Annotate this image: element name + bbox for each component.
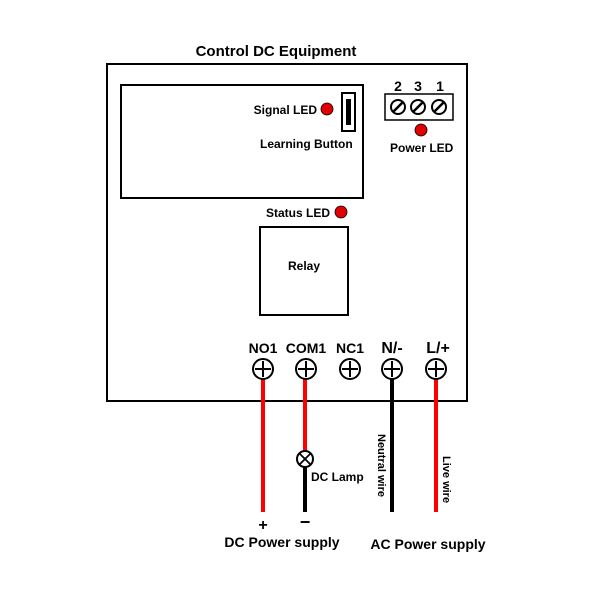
dc-minus-sign: −	[300, 512, 311, 532]
dc-plus-sign: +	[258, 517, 267, 534]
terminal-com1-screw	[295, 358, 317, 380]
ac-power-supply-label: AC Power supply	[370, 536, 485, 552]
terminal-l-screw	[425, 358, 447, 380]
top-terminal-1-label: 1	[436, 78, 444, 94]
terminal-n-screw	[381, 358, 403, 380]
learning-button-label: Learning Button	[260, 137, 353, 151]
power-led	[414, 123, 428, 137]
relay-box	[259, 226, 349, 316]
neutral-wire-label: Neutral wire	[375, 434, 387, 497]
live-wire-label: Live wire	[440, 456, 452, 503]
top-terminal-2-label: 2	[394, 78, 402, 94]
terminal-nc1-label: NC1	[336, 340, 364, 356]
signal-led	[320, 102, 334, 116]
relay-label: Relay	[288, 259, 320, 273]
diagram-title: Control DC Equipment	[196, 43, 357, 60]
controller-board	[106, 63, 468, 402]
top-screw-2	[390, 99, 406, 115]
dc-lamp-icon	[296, 450, 314, 468]
terminal-nc1-screw	[339, 358, 361, 380]
terminal-com1-label: COM1	[286, 340, 327, 356]
terminal-no1-screw	[252, 358, 274, 380]
terminal-no1-label: NO1	[249, 340, 278, 356]
terminal-l-label: L/+	[426, 340, 450, 357]
status-led-label: Status LED	[266, 206, 330, 220]
receiver-module	[120, 84, 364, 199]
dc-power-supply-label: DC Power supply	[224, 534, 339, 550]
top-screw-3	[410, 99, 426, 115]
top-terminal-3-label: 3	[414, 78, 422, 94]
status-led	[334, 205, 348, 219]
terminal-n-label: N/-	[381, 340, 402, 357]
dc-lamp-label: DC Lamp	[311, 470, 364, 484]
signal-led-label: Signal LED	[254, 103, 318, 117]
learning-button-knob	[346, 99, 351, 125]
power-led-label: Power LED	[390, 141, 454, 155]
top-screw-1	[431, 99, 447, 115]
